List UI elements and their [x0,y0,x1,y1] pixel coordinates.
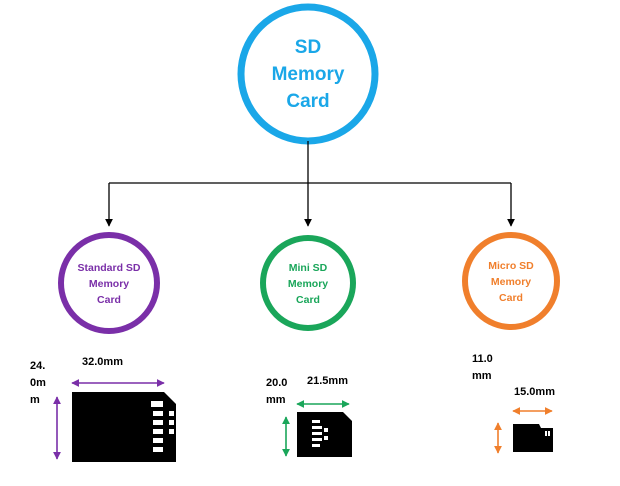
root-node: SD Memory Card [237,3,379,145]
micro-height-label: 11.0 mm [472,353,493,382]
standard-sd-card-illustration [53,379,176,462]
micro-sd-card-icon [513,424,553,452]
micro-sd-label-line2: Memory [491,276,531,288]
micro-width-label: 15.0mm [514,386,555,398]
micro-sd-card-illustration [494,407,553,454]
root-label-line1: SD [295,37,321,58]
standard-sd-node: Standard SD Memory Card [58,232,160,334]
root-label-line3: Card [286,91,329,112]
standard-sd-card-icon [72,392,176,462]
standard-width-label: 32.0mm [82,356,123,368]
mini-sd-card-illustration [282,400,352,457]
micro-sd-circle [462,232,560,330]
mini-width-label: 21.5mm [307,375,348,387]
mini-height-label: 20.0 mm [266,377,288,406]
mini-sd-circle [260,235,356,331]
standard-height-label: 24. 0m m [30,360,46,406]
standard-sd-label-line3: Card [97,294,121,306]
mini-sd-label-line3: Card [296,294,320,306]
micro-sd-label-line3: Card [499,292,523,304]
standard-card-pins [151,401,174,452]
standard-sd-label-line2: Memory [89,278,129,290]
mini-sd-label-line2: Memory [288,278,328,290]
micro-card-pins [545,431,550,436]
micro-sd-node: Micro SD Memory Card [462,232,560,330]
mini-sd-card-icon [297,412,352,457]
micro-sd-label-line1: Micro SD [488,260,534,272]
root-label-line2: Memory [272,64,345,85]
standard-sd-circle [58,232,160,334]
mini-card-pins [312,420,328,447]
standard-sd-label-line1: Standard SD [77,262,140,274]
connectors [105,141,515,227]
mini-sd-label-line1: Mini SD [289,262,328,274]
mini-sd-node: Mini SD Memory Card [260,235,356,331]
